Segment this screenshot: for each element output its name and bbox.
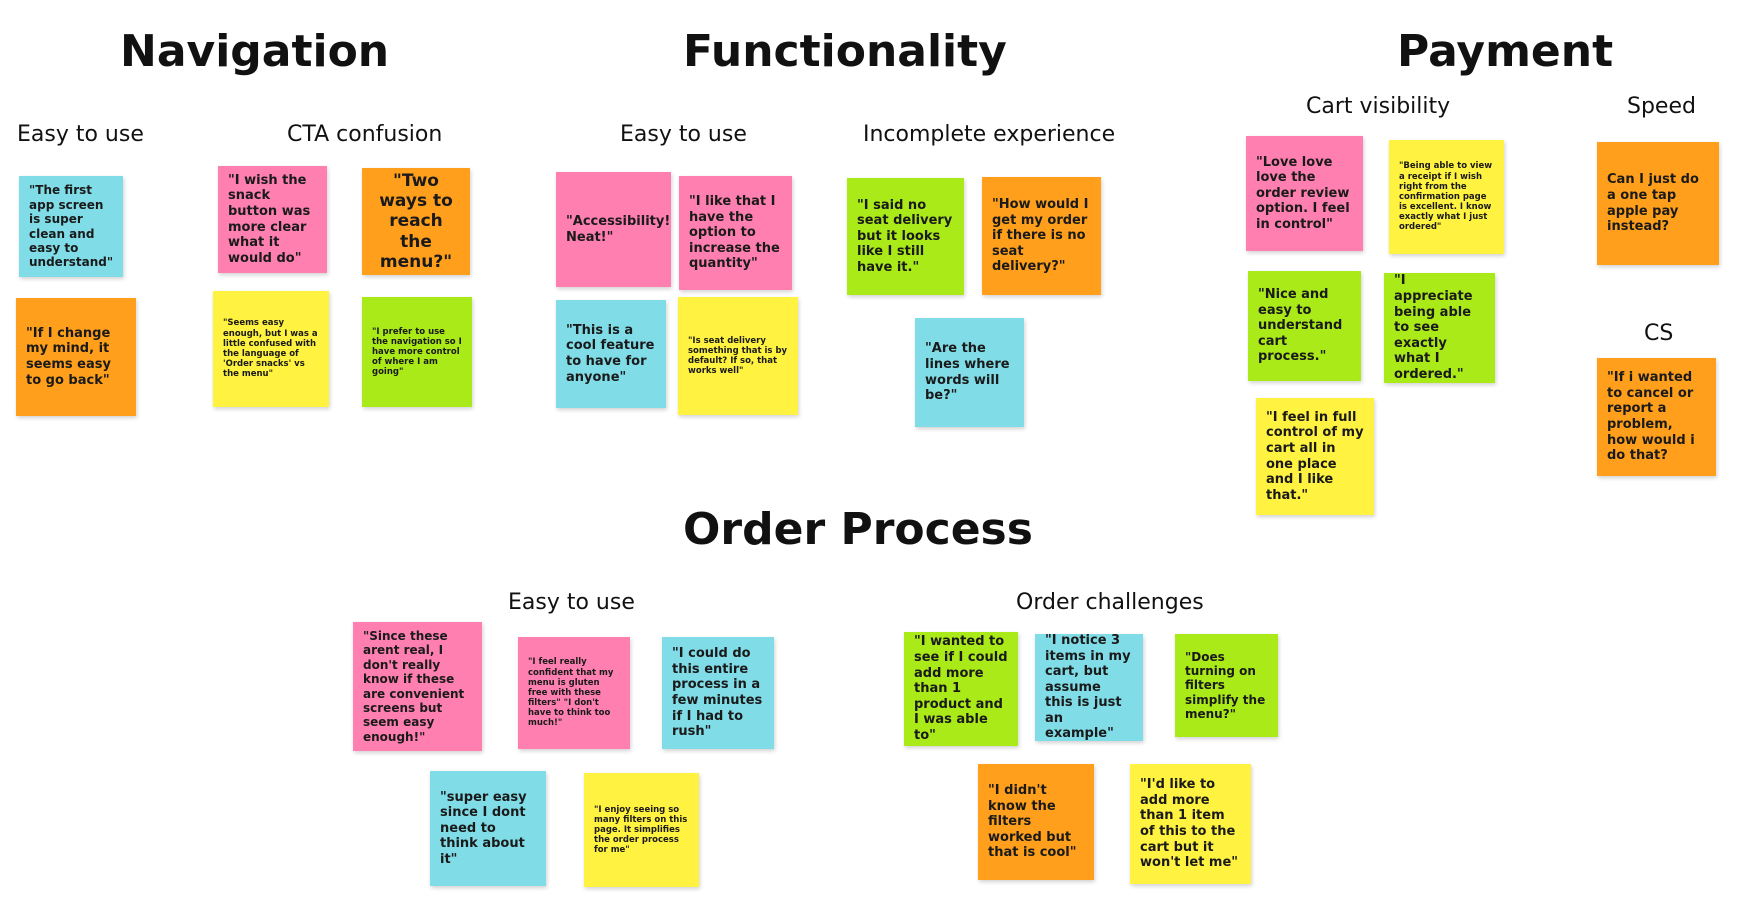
sticky-note[interactable]: "I notice 3 items in my cart, but assume… — [1035, 634, 1143, 741]
sticky-note[interactable]: "I could do this entire process in a few… — [662, 637, 774, 749]
sticky-note[interactable]: "Is seat delivery something that is by d… — [678, 297, 798, 415]
sticky-note[interactable]: "I said no seat delivery but it looks li… — [847, 178, 964, 295]
sticky-note[interactable]: Can I just do a one tap apple pay instea… — [1597, 142, 1719, 265]
section-title-payment: Payment — [1397, 26, 1614, 77]
section-title-functionality: Functionality — [683, 26, 1007, 77]
cluster-label-func-easy-to-use: Easy to use — [620, 122, 747, 147]
cluster-label-cs: CS — [1644, 321, 1674, 346]
cluster-label-order-easy-to-use: Easy to use — [508, 590, 635, 615]
sticky-note[interactable]: "If I change my mind, it seems easy to g… — [16, 298, 136, 416]
sticky-note[interactable]: "Being able to view a receipt if I wish … — [1389, 140, 1504, 254]
sticky-note[interactable]: "super easy since I dont need to think a… — [430, 771, 546, 886]
cluster-label-cart-visibility: Cart visibility — [1306, 94, 1451, 119]
sticky-note[interactable]: "How would I get my order if there is no… — [982, 177, 1101, 295]
sticky-note[interactable]: "Are the lines where words will be?" — [915, 318, 1024, 427]
sticky-note[interactable]: "I prefer to use the navigation so I hav… — [362, 297, 472, 407]
sticky-note[interactable]: "I appreciate being able to see exactly … — [1384, 273, 1495, 383]
cluster-label-incomplete-experience: Incomplete experience — [863, 122, 1116, 147]
sticky-note[interactable]: "I wish the snack button was more clear … — [218, 166, 327, 273]
sticky-note[interactable]: "This is a cool feature to have for anyo… — [556, 300, 666, 408]
sticky-note[interactable]: "Since these arent real, I don't really … — [353, 622, 482, 751]
sticky-note[interactable]: "Love love love the order review option.… — [1246, 136, 1363, 251]
sticky-note[interactable]: "I enjoy seeing so many filters on this … — [584, 773, 699, 887]
sticky-note[interactable]: "I feel really confident that my menu is… — [518, 637, 630, 749]
section-title-order-process: Order Process — [683, 504, 1033, 555]
sticky-note[interactable]: "Nice and easy to understand cart proces… — [1248, 271, 1361, 381]
sticky-note[interactable]: "Seems easy enough, but I was a little c… — [213, 291, 329, 407]
sticky-note[interactable]: "I feel in full control of my cart all i… — [1256, 398, 1374, 515]
sticky-note[interactable]: "I'd like to add more than 1 item of thi… — [1130, 764, 1251, 884]
sticky-note[interactable]: "I like that I have the option to increa… — [679, 176, 792, 290]
sticky-note[interactable]: "The first app screen is super clean and… — [19, 176, 123, 277]
sticky-note[interactable]: "Does turning on filters simplify the me… — [1175, 634, 1278, 737]
sticky-note[interactable]: "Accessibility! Neat!" — [556, 172, 671, 287]
sticky-note[interactable]: "I wanted to see if I could add more tha… — [904, 632, 1018, 746]
sticky-note[interactable]: "I didn't know the filters worked but th… — [978, 764, 1094, 880]
section-title-navigation: Navigation — [120, 26, 390, 77]
cluster-label-speed: Speed — [1627, 94, 1696, 119]
sticky-note[interactable]: "If i wanted to cancel or report a probl… — [1597, 358, 1716, 476]
cluster-label-cta-confusion: CTA confusion — [287, 122, 443, 147]
sticky-note[interactable]: "Two ways to reach the menu?" — [362, 168, 470, 275]
cluster-label-nav-easy-to-use: Easy to use — [17, 122, 144, 147]
cluster-label-order-challenges: Order challenges — [1016, 590, 1204, 615]
